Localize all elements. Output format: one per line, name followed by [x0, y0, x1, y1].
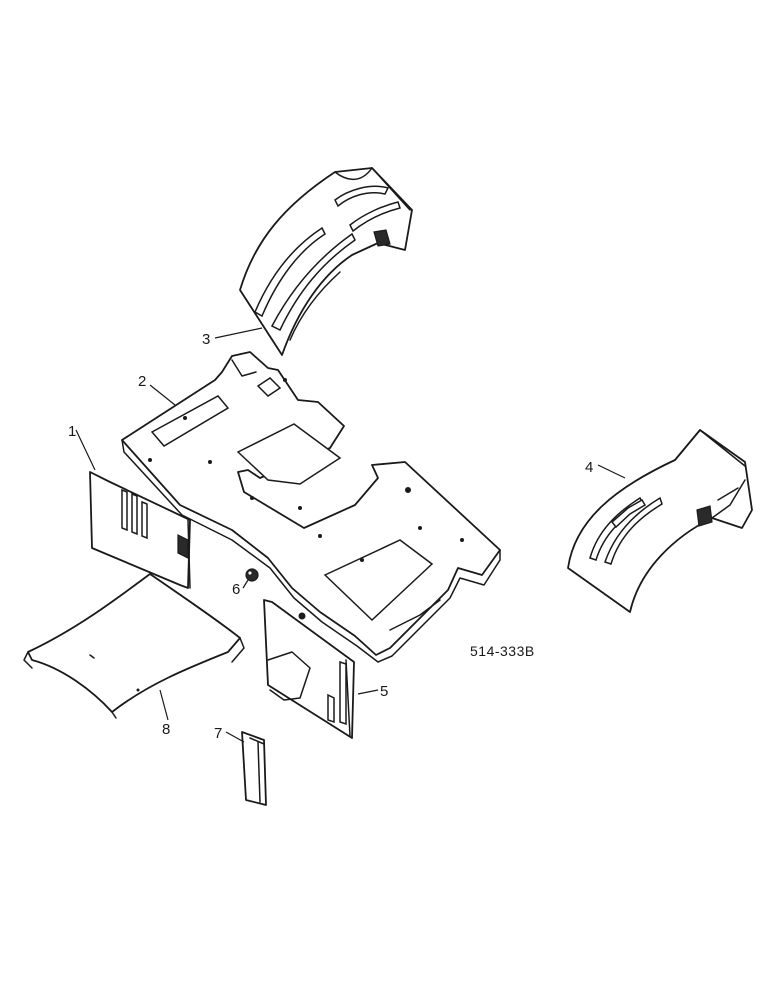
leader-6 [242, 579, 249, 589]
callout-3: 3 [202, 331, 210, 348]
callout-1: 1 [68, 423, 76, 440]
leader-8 [159, 689, 169, 721]
callout-6: 6 [232, 581, 240, 598]
part-3-fender-upper [239, 167, 413, 356]
part-4-fender-right [567, 429, 753, 613]
callout-4: 4 [585, 459, 593, 476]
leader-4 [597, 464, 626, 479]
part-5-side-panel-right [263, 599, 355, 739]
part-1-side-panel-left [89, 471, 191, 589]
part-7-bracket [241, 731, 267, 806]
part-2-floor-plate [121, 351, 501, 663]
leader-5 [357, 689, 379, 695]
leader-3 [214, 327, 263, 339]
diagram-reference-code: 514-333B [470, 643, 535, 659]
leader-1 [75, 429, 96, 471]
leader-7 [225, 731, 245, 743]
callout-8: 8 [162, 721, 170, 738]
leader-2 [149, 384, 176, 406]
callout-5: 5 [380, 683, 388, 700]
part-8-floor-mat [23, 573, 245, 719]
part-6-plug [245, 568, 259, 582]
callout-2: 2 [138, 373, 146, 390]
callout-7: 7 [214, 725, 222, 742]
